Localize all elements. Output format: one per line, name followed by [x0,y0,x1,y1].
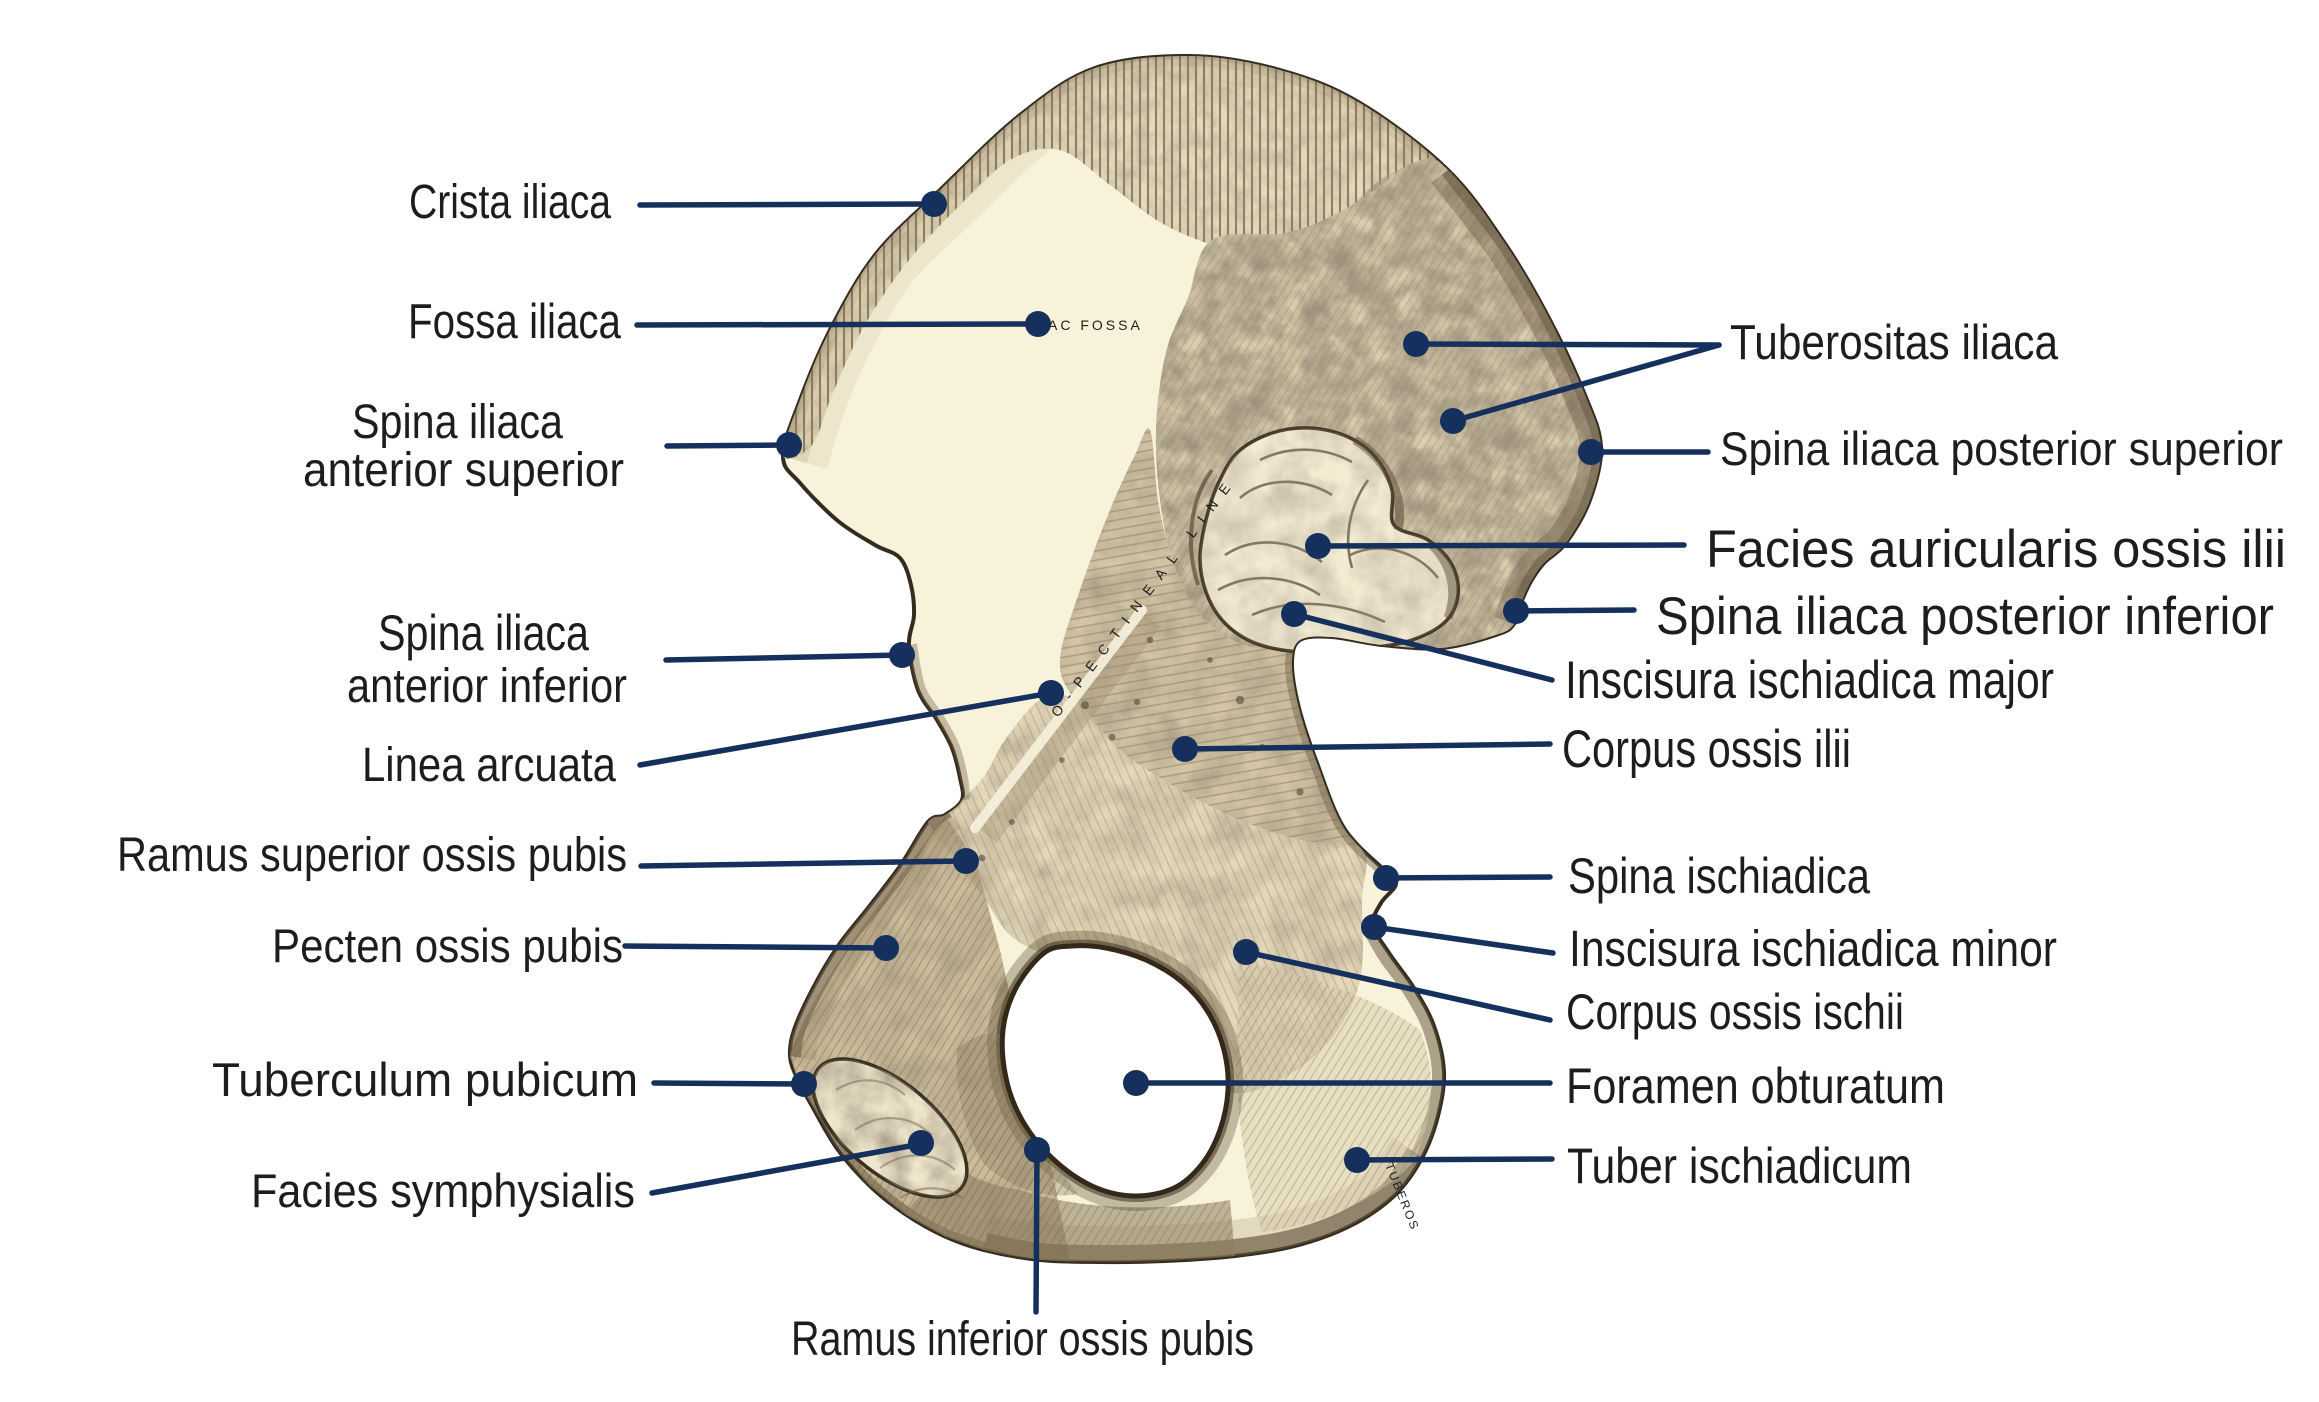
svg-text:Facies auricularis ossis ilii: Facies auricularis ossis ilii [1706,520,2286,579]
svg-text:Spina iliaca: Spina iliaca [378,605,589,661]
svg-text:Pecten ossis pubis: Pecten ossis pubis [272,919,623,972]
svg-text:AC FOSSA: AC FOSSA [1048,317,1143,333]
svg-text:Ramus superior ossis pubis: Ramus superior ossis pubis [117,829,627,882]
svg-text:Inscisura ischiadica minor: Inscisura ischiadica minor [1569,920,2057,977]
svg-text:anterior superior: anterior superior [303,444,624,497]
svg-text:anterior inferior: anterior inferior [347,660,627,713]
svg-text:Inscisura ischiadica major: Inscisura ischiadica major [1565,651,2054,710]
svg-text:Facies symphysialis: Facies symphysialis [251,1164,635,1217]
svg-text:Fossa iliaca: Fossa iliaca [408,295,622,349]
svg-text:Corpus ossis ischii: Corpus ossis ischii [1566,984,1904,1040]
svg-text:Tuberositas iliaca: Tuberositas iliaca [1730,316,2059,370]
svg-text:Spina ischiadica: Spina ischiadica [1568,848,1870,904]
svg-text:Ramus inferior ossis pubis: Ramus inferior ossis pubis [791,1313,1254,1366]
svg-text:Spina iliaca: Spina iliaca [352,396,563,449]
svg-text:Tuberculum pubicum: Tuberculum pubicum [212,1053,638,1106]
svg-text:Spina iliaca posterior superio: Spina iliaca posterior superior [1720,422,2283,475]
svg-text:Corpus ossis ilii: Corpus ossis ilii [1562,720,1851,779]
svg-text:Foramen obturatum: Foramen obturatum [1566,1058,1945,1114]
svg-text:Crista iliaca: Crista iliaca [409,176,611,229]
svg-text:Tuber ischiadicum: Tuber ischiadicum [1567,1138,1912,1194]
svg-text:Linea arcuata: Linea arcuata [362,739,616,792]
svg-text:Spina iliaca posterior inferio: Spina iliaca posterior inferior [1656,587,2274,646]
